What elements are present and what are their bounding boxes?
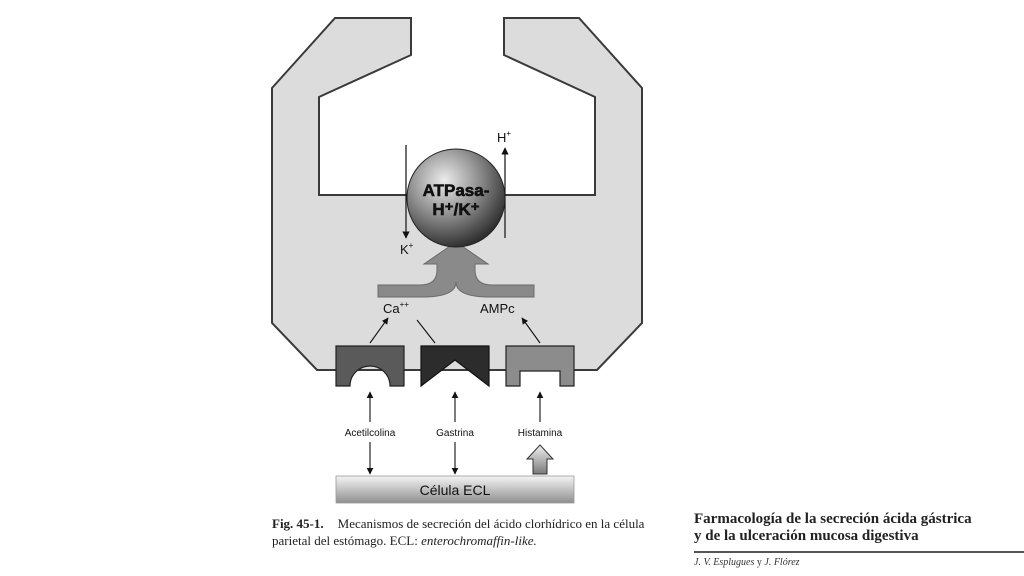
- calcium-label: Ca++: [383, 300, 409, 316]
- acetylcholine-receptor: [335, 345, 405, 387]
- ach-to-ca-arrow: [369, 317, 389, 344]
- chapter-title-line1: Farmacología de la secreción ácida gástr…: [694, 511, 972, 527]
- signal-convergence-arrow: [377, 241, 535, 298]
- gastrin-receptor: [420, 345, 490, 388]
- k-ion-label: K+: [400, 241, 414, 257]
- author-2: J. Flórez: [764, 557, 800, 568]
- ligand-label-gastrin: Gastrina: [436, 428, 474, 439]
- atpase-label-line2: H⁺/K⁺: [432, 200, 479, 219]
- figure-caption: Fig. 45-1.Mecanismos de secreción del ác…: [272, 515, 662, 549]
- caption-text: Mecanismos de secreción del ácido clorhí…: [272, 516, 645, 548]
- ampc-label: AMPc: [480, 301, 515, 316]
- author-connector: y: [754, 557, 765, 568]
- ecl-cell-bar: [335, 475, 575, 504]
- ecl-cell-label: Célula ECL: [420, 482, 491, 498]
- chapter-title-line2: y de la ulceración mucosa digestiva: [694, 528, 919, 544]
- gastrin-to-ca-arrow: [416, 319, 436, 344]
- h-ion-label: H+: [497, 129, 511, 145]
- chapter-divider: [694, 551, 1024, 553]
- author-1: J. V. Esplugues: [694, 557, 755, 568]
- histamine-to-ampc-arrow: [521, 317, 541, 344]
- parietal-cell: [271, 17, 643, 371]
- histamine-release-arrow: [525, 444, 555, 475]
- chapter-header: Farmacología de la secreción ácida gástr…: [694, 511, 1024, 568]
- atpase-label-line1: ATPasa-: [423, 181, 490, 200]
- ligand-label-histamine: Histamina: [518, 428, 563, 439]
- chapter-authors: J. V. Esplugues y J. Flórez: [694, 557, 1024, 568]
- caption-italic: enterochromaffin-like.: [421, 533, 537, 548]
- atpase-pump: [406, 148, 506, 248]
- figure-number: Fig. 45-1.: [272, 516, 324, 531]
- ligand-label-acetylcholine: Acetilcolina: [345, 428, 396, 439]
- histamine-receptor: [505, 345, 575, 387]
